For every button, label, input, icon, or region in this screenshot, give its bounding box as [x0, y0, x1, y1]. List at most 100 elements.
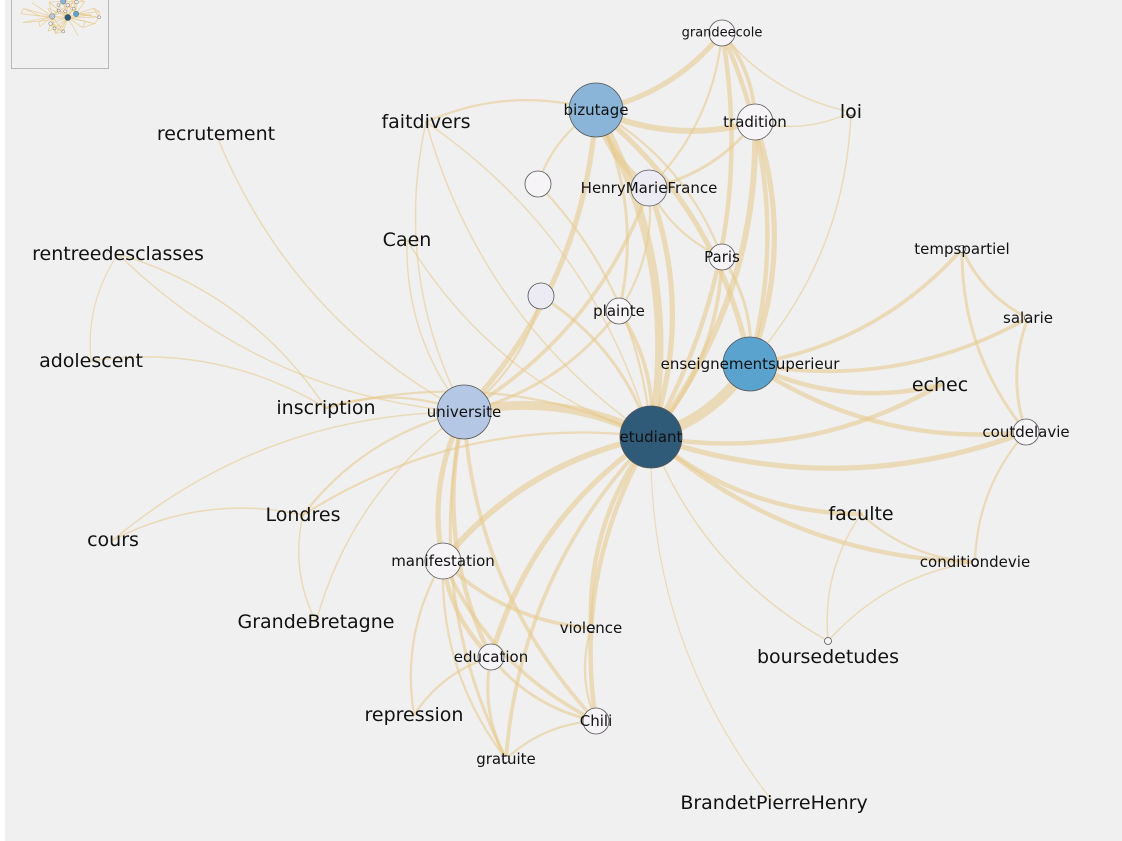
edge-manifestation-violence	[441, 559, 593, 630]
edge-etudiant-boursedetudes	[650, 436, 829, 642]
edge-etudiant-gratuite	[504, 435, 653, 761]
node-label-Caen[interactable]: Caen	[383, 229, 432, 251]
node-plainte[interactable]	[605, 297, 633, 325]
edge-coutdelavie-conditiondevie	[973, 430, 1028, 564]
minimap-edge	[76, 13, 100, 18]
node-bizutage[interactable]	[568, 82, 624, 138]
minimap-edges	[20, 0, 100, 36]
node-unnamed-node[interactable]	[527, 282, 555, 310]
minimap-node-HenryMarieFrance	[65, 3, 70, 8]
edge-etudiant-HenryMarieFrance	[646, 185, 676, 440]
node-label-tradition[interactable]: tradition	[723, 113, 787, 131]
graph-overview-minimap[interactable]	[11, 0, 109, 69]
edge-rentreedesclasses-adolescent	[89, 253, 119, 362]
edge-recrutement-universite	[215, 133, 465, 413]
node-label-faculte[interactable]: faculte	[828, 503, 893, 525]
edge-Londres-cours	[112, 507, 304, 541]
node-label-plainte[interactable]: plainte	[593, 302, 645, 320]
node-Paris[interactable]	[708, 243, 736, 271]
node-coutdelavie[interactable]	[1012, 418, 1040, 446]
node-label-echec[interactable]: echec	[912, 374, 968, 396]
minimap-node-universite	[49, 13, 56, 20]
edge-etudiant-grandeecole	[648, 30, 734, 440]
graph-svg[interactable]: grandeecole bizutage tradition loi recruteme…	[5, 0, 1122, 841]
minimap-edge	[82, 23, 95, 28]
node-label-Londres[interactable]: Londres	[266, 504, 341, 526]
node-label-adolescent[interactable]: adolescent	[39, 350, 143, 372]
node-label-coutdelavie[interactable]: coutdelavie	[982, 423, 1069, 441]
node-label-conditiondevie[interactable]: conditiondevie	[920, 553, 1030, 571]
node-tradition[interactable]	[736, 103, 774, 141]
node-label-boursedetudes[interactable]: boursedetudes	[757, 646, 899, 668]
edge-etudiant-manifestation	[440, 434, 654, 564]
node-layer	[424, 19, 1040, 763]
edge-etudiant-echec	[648, 382, 943, 446]
node-label-universite[interactable]: universite	[427, 403, 502, 421]
node-label-HenryMarieFrance[interactable]: HenryMarieFrance	[581, 179, 718, 197]
minimap-node-bizutage	[60, 0, 67, 5]
node-label-etudiant[interactable]: etudiant	[620, 428, 683, 446]
node-label-education[interactable]: education	[454, 648, 528, 666]
node-label-faitdivers[interactable]: faitdivers	[381, 111, 470, 133]
node-boursedetudes[interactable]	[824, 637, 832, 645]
node-loi[interactable]	[847, 108, 855, 116]
node-label-loi[interactable]: loi	[840, 101, 862, 123]
edge-rentreedesclasses-universite	[117, 253, 465, 413]
node-label-repression[interactable]: repression	[365, 704, 464, 726]
edge-faitdivers-universite	[414, 121, 465, 413]
node-label-tempspartiel[interactable]: tempspartiel	[914, 240, 1009, 258]
minimap-edge	[50, 23, 64, 32]
node-henry-dot[interactable]	[524, 170, 552, 198]
edge-faculte-conditiondevie	[859, 512, 977, 564]
node-HenryMarieFrance[interactable]	[630, 169, 668, 207]
node-label-GrandeBretagne[interactable]: GrandeBretagne	[238, 611, 395, 633]
node-label-enseignementsuperieur[interactable]: enseignementsuperieur	[661, 355, 841, 373]
minimap-edge	[23, 8, 53, 17]
node-label-salarie[interactable]: salarie	[1003, 309, 1053, 327]
node-label-Chili[interactable]: Chili	[580, 712, 612, 730]
node-label-manifestation[interactable]: manifestation	[391, 552, 495, 570]
node-grandeecole[interactable]	[708, 19, 736, 47]
edge-manifestation-repression	[409, 559, 445, 717]
edge-etudiant-Chili	[588, 434, 654, 724]
edge-enseignementsuperieur-tempspartiel	[748, 247, 964, 366]
edge-enseignementsuperieur-loi	[749, 111, 852, 365]
node-enseignementsuperieur[interactable]	[722, 336, 778, 392]
node-label-Paris[interactable]: Paris	[704, 248, 740, 266]
node-label-BrandetPierreHenry[interactable]: BrandetPierreHenry	[680, 792, 867, 814]
node-Chili[interactable]	[582, 707, 610, 735]
node-gratuite[interactable]	[502, 755, 510, 763]
edge-enseignementsuperieur-coutdelavie	[747, 361, 1029, 437]
node-label-cours[interactable]: cours	[87, 529, 139, 551]
node-salarie[interactable]	[1024, 314, 1032, 322]
node-label-bizutage[interactable]: bizutage	[564, 101, 629, 119]
minimap-edge	[62, 1, 77, 15]
edge-enseignementsuperieur-bizutage	[593, 107, 753, 367]
edge-Londres-GrandeBretagne	[298, 514, 317, 623]
minimap-node-plainte	[63, 9, 67, 14]
minimap-edge	[75, 7, 94, 15]
graph-canvas[interactable]: grandeecole bizutage tradition loi recruteme…	[5, 0, 1122, 841]
node-label-recrutement[interactable]: recrutement	[157, 123, 275, 145]
edge-faitdivers-etudiant	[425, 121, 652, 438]
edge-education-Chili	[489, 655, 598, 723]
minimap-edge	[67, 17, 79, 36]
node-conditiondevie[interactable]	[971, 558, 979, 566]
edge-universite-cours	[112, 411, 465, 541]
minimap-svg	[20, 0, 101, 36]
node-label-violence[interactable]: violence	[560, 619, 623, 637]
edge-universite-HenryMarieFrance	[462, 186, 651, 414]
node-tempspartiel[interactable]	[958, 245, 966, 253]
node-label-rentreedesclasses[interactable]: rentreedesclasses	[32, 243, 204, 265]
node-manifestation[interactable]	[424, 542, 462, 580]
node-violence[interactable]	[587, 624, 595, 632]
edge-etudiant-coutdelavie	[648, 429, 1029, 471]
minimap-edge	[79, 0, 85, 2]
node-label-grandeecole[interactable]: grandeecole	[682, 26, 763, 41]
node-universite[interactable]	[436, 384, 492, 440]
edge-conditiondevie-boursedetudes	[827, 561, 976, 642]
node-label-inscription[interactable]: inscription	[276, 397, 375, 419]
node-label-gratuite[interactable]: gratuite	[476, 750, 536, 768]
node-etudiant[interactable]	[619, 405, 683, 469]
node-education[interactable]	[477, 643, 505, 671]
